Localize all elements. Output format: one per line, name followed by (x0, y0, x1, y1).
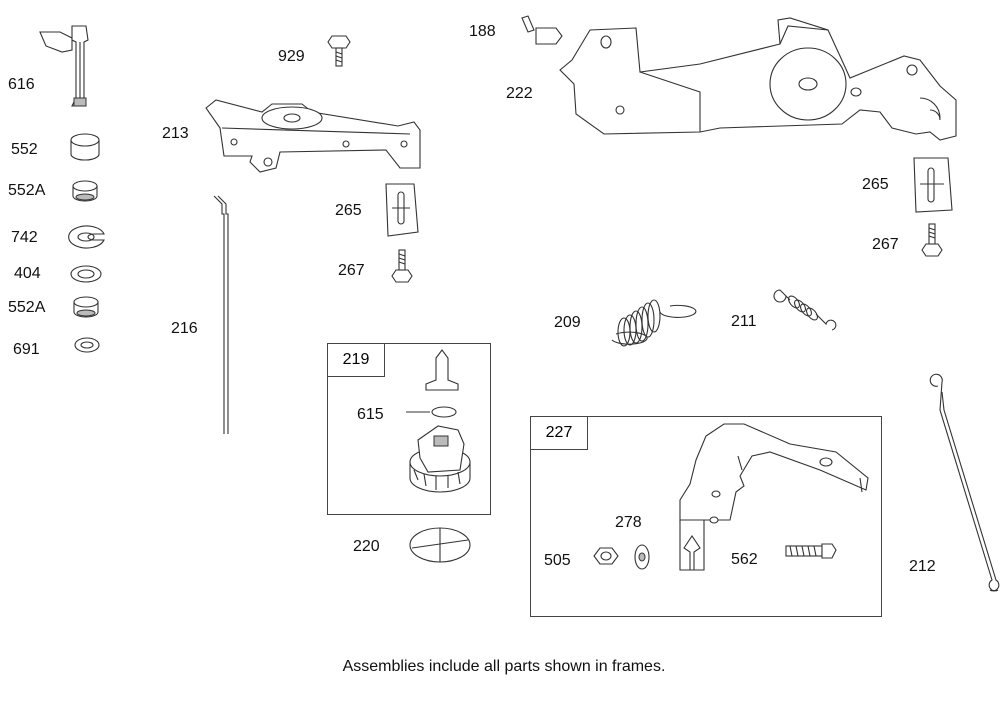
part-278-drawing (634, 544, 650, 570)
part-552a-2-drawing (73, 296, 99, 318)
part-742-drawing (68, 225, 105, 249)
label-265-2: 265 (862, 176, 889, 193)
part-267-drawing (391, 249, 413, 283)
label-220: 220 (353, 538, 380, 555)
diagram-caption: Assemblies include all parts shown in fr… (342, 658, 666, 675)
label-209: 209 (554, 314, 581, 331)
label-552a-2: 552A (8, 299, 46, 316)
label-615: 615 (357, 406, 384, 423)
label-216: 216 (171, 320, 198, 337)
part-562-drawing (785, 543, 837, 559)
label-691: 691 (13, 341, 40, 358)
part-552a-drawing (72, 180, 98, 202)
part-188-drawing (521, 15, 563, 45)
label-267: 267 (338, 262, 365, 279)
label-742: 742 (11, 229, 38, 246)
part-212-drawing (929, 373, 1000, 592)
label-222: 222 (506, 85, 533, 102)
part-265-2-drawing (913, 157, 953, 213)
part-227-drawing (679, 423, 869, 571)
part-220-drawing (409, 527, 471, 563)
label-616: 616 (8, 76, 35, 93)
frame-tab-219: 219 (327, 343, 385, 377)
label-211: 211 (731, 313, 757, 330)
part-691-drawing (74, 337, 100, 353)
part-211-drawing (773, 289, 837, 331)
part-929-drawing (327, 35, 351, 67)
label-929: 929 (278, 48, 305, 65)
part-216-drawing (213, 195, 229, 434)
part-552-drawing (70, 133, 100, 161)
part-213-drawing (205, 99, 421, 173)
part-267-2-drawing (921, 223, 943, 257)
part-222-drawing (559, 17, 957, 141)
part-616-drawing (39, 25, 89, 107)
label-267-2: 267 (872, 236, 899, 253)
label-188: 188 (469, 23, 496, 40)
label-278: 278 (615, 514, 642, 531)
assembly-frame-227: 227 (530, 416, 882, 617)
part-404-drawing (70, 265, 102, 283)
part-209-drawing (611, 299, 697, 347)
label-404: 404 (14, 265, 41, 282)
label-552a: 552A (8, 182, 46, 199)
label-212: 212 (909, 558, 936, 575)
frame-tab-227: 227 (530, 416, 588, 450)
label-562: 562 (731, 551, 758, 568)
part-505-drawing (593, 547, 619, 565)
label-213: 213 (162, 125, 189, 142)
part-265-drawing (385, 183, 419, 237)
label-265: 265 (335, 202, 362, 219)
assembly-frame-219: 219 (327, 343, 491, 515)
part-219-drawing (406, 349, 471, 493)
label-552: 552 (11, 141, 38, 158)
label-505: 505 (544, 552, 571, 569)
